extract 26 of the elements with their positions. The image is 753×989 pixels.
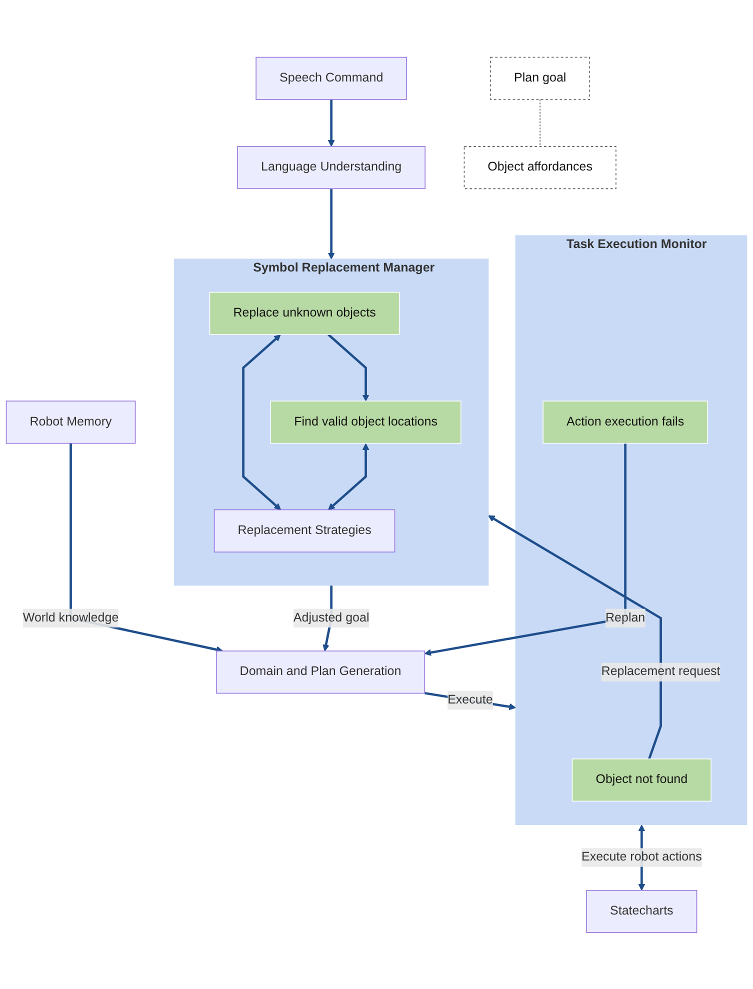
- node-box: Speech Command: [256, 56, 408, 100]
- edge-label: Adjusted goal: [293, 610, 370, 624]
- node-box: Replacement Strategies: [214, 508, 396, 552]
- connector: [540, 99, 541, 146]
- node-box: Domain and Plan Generation: [216, 650, 426, 694]
- edge-label: World knowledge: [22, 610, 119, 624]
- node-box: Object not found: [572, 758, 712, 802]
- arrow: [242, 334, 282, 510]
- arrow: [424, 442, 626, 656]
- node-box: Action execution fails: [542, 400, 708, 444]
- edge-label: Execute: [448, 692, 493, 706]
- arrow: [328, 99, 335, 146]
- edge-label: Execute robot actions: [581, 850, 702, 864]
- edge-label: Replan: [605, 610, 646, 624]
- node-box: Object affordances: [464, 146, 616, 189]
- node-box: Language Understanding: [237, 146, 426, 189]
- arrow: [328, 333, 370, 401]
- edge-label: Replacement request: [601, 664, 720, 678]
- arrow: [328, 442, 370, 510]
- node-box: Find valid object locations: [270, 400, 462, 444]
- arrow: [328, 188, 335, 259]
- node-box: Statecharts: [586, 890, 698, 933]
- arrow: [488, 514, 662, 759]
- node-box: Replace unknown objects: [209, 292, 400, 335]
- node-box: Plan goal: [490, 56, 590, 100]
- node-box: Robot Memory: [6, 400, 136, 444]
